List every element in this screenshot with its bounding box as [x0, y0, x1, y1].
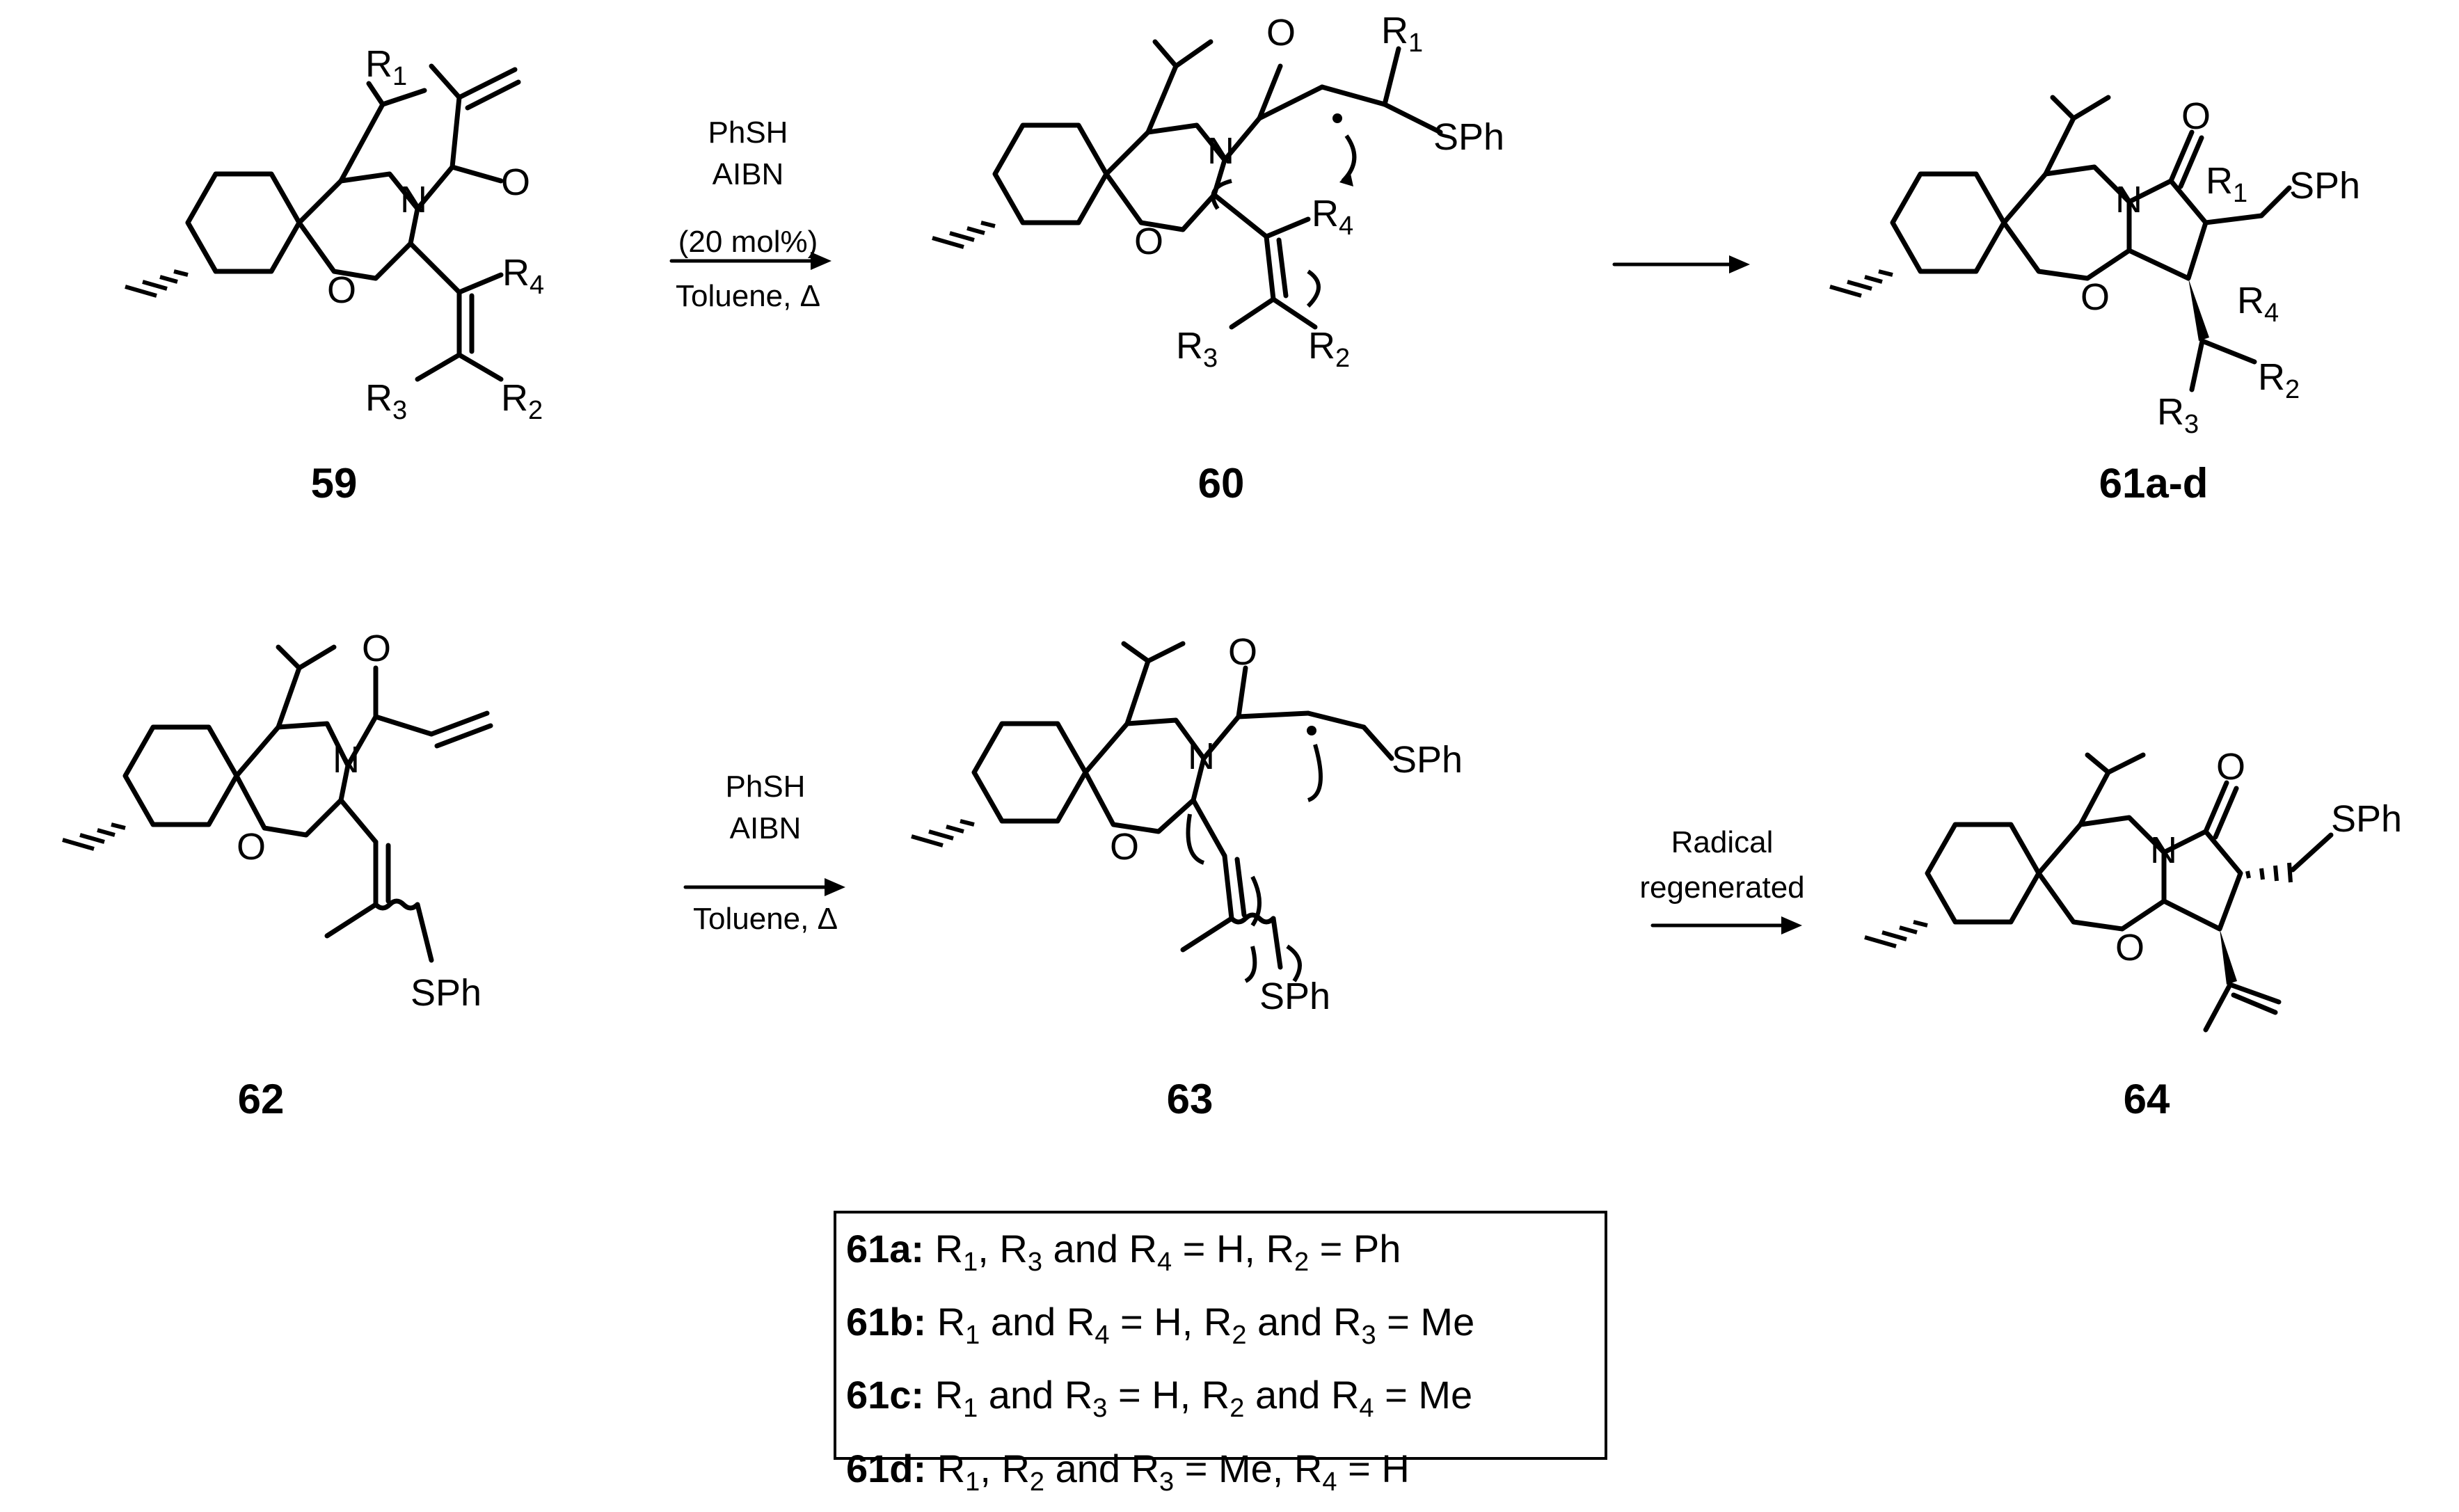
- svg-text:R4: R4: [1312, 193, 1353, 241]
- label-60: 60: [1198, 460, 1245, 507]
- methyl-hash: [911, 819, 975, 847]
- label-62: 62: [238, 1076, 285, 1122]
- svg-text:O: O: [501, 161, 530, 203]
- side-chain-hash: [2245, 862, 2293, 883]
- svg-text:O: O: [1134, 221, 1163, 262]
- svg-text:SPh: SPh: [2289, 165, 2360, 207]
- svg-text:N: N: [400, 179, 427, 221]
- legend-text: R1 and R3 = H, R2 and R4 = Me: [934, 1373, 1473, 1424]
- legend-id: 61a:: [846, 1227, 925, 1271]
- structure-62: O N O SPh: [62, 628, 493, 1014]
- legend-row-61b: 61b: R1 and R4 = H, R2 and R3 = Me: [846, 1292, 1595, 1365]
- methyl-hash: [932, 221, 996, 249]
- legend-text: R1, R3 and R4 = H, R2 = Ph: [934, 1227, 1401, 1278]
- arrow-4: Radical regenerated: [1639, 825, 1805, 934]
- svg-text:SPh: SPh: [411, 972, 482, 1014]
- condition-radical: Radical: [1671, 825, 1774, 859]
- condition-phsh-2: PhSH: [726, 770, 806, 804]
- label-64: 64: [2124, 1076, 2170, 1122]
- condition-aibn-2: AIBN: [730, 811, 802, 845]
- arrow-3: PhSH AIBN Toluene, Δ: [683, 770, 845, 936]
- svg-text:R2: R2: [1308, 325, 1350, 373]
- svg-text:N: N: [1188, 735, 1215, 777]
- svg-text:O: O: [237, 826, 266, 868]
- svg-text:N: N: [1207, 130, 1234, 172]
- svg-text:R2: R2: [2258, 356, 2300, 404]
- svg-text:O: O: [362, 628, 391, 669]
- svg-text:O: O: [327, 269, 356, 311]
- legend-row-61c: 61c: R1 and R3 = H, R2 and R4 = Me: [846, 1365, 1595, 1438]
- arrow-1: PhSH AIBN (20 mol%) Toluene, Δ: [669, 116, 831, 313]
- svg-text:O: O: [2181, 95, 2211, 137]
- methyl-hash: [125, 269, 189, 298]
- structure-61: O R1 SPh N O R4 R2 R3: [1829, 95, 2360, 439]
- legend-text: R1 and R4 = H, R2 and R3 = Me: [937, 1300, 1475, 1351]
- svg-text:R1: R1: [1381, 10, 1423, 58]
- methyl-hash: [1864, 920, 1928, 948]
- svg-text:SPh: SPh: [2331, 798, 2402, 840]
- svg-text:SPh: SPh: [1392, 739, 1463, 781]
- svg-text:R3: R3: [365, 377, 407, 425]
- structure-64: O SPh N O: [1864, 746, 2402, 1033]
- svg-text:O: O: [1266, 12, 1296, 54]
- legend-row-61d: 61d: R1, R2 and R3 = Me, R4 = H: [846, 1439, 1595, 1512]
- svg-text:N: N: [2150, 829, 2177, 871]
- label-59: 59: [311, 460, 358, 507]
- svg-text:O: O: [1228, 631, 1257, 673]
- svg-text:SPh: SPh: [1433, 116, 1504, 158]
- condition-phsh: PhSH: [708, 116, 788, 150]
- svg-text:R1: R1: [365, 43, 407, 91]
- condition-solvent: Toluene, Δ: [676, 279, 820, 313]
- arrow-2: [1612, 255, 1750, 273]
- label-63: 63: [1167, 1076, 1213, 1122]
- legend-row-61a: 61a: R1, R3 and R4 = H, R2 = Ph: [846, 1219, 1595, 1292]
- svg-text:R4: R4: [2237, 280, 2279, 328]
- methyl-hash: [1829, 269, 1893, 298]
- svg-text:SPh: SPh: [1259, 976, 1330, 1017]
- svg-text:R3: R3: [2157, 391, 2199, 439]
- svg-text:R2: R2: [501, 377, 543, 425]
- methyl-hash: [62, 822, 126, 851]
- svg-text:O: O: [1110, 826, 1139, 868]
- legend-id: 61d:: [846, 1446, 927, 1490]
- svg-text:O: O: [2080, 276, 2110, 318]
- svg-text:R4: R4: [502, 252, 544, 300]
- legend-id: 61c:: [846, 1373, 925, 1417]
- svg-text:O: O: [2216, 746, 2245, 788]
- legend-id: 61b:: [846, 1300, 927, 1344]
- svg-text:R1: R1: [2206, 160, 2247, 208]
- condition-regenerated: regenerated: [1639, 870, 1804, 905]
- svg-text:R3: R3: [1176, 325, 1218, 373]
- condition-loading: (20 mol%): [678, 225, 818, 259]
- svg-text:N: N: [333, 739, 360, 781]
- condition-solvent-2: Toluene, Δ: [693, 902, 838, 936]
- structure-60: O R1 SPh N O R4 R3 R2: [932, 10, 1504, 373]
- condition-aibn: AIBN: [713, 157, 784, 191]
- svg-text:N: N: [2115, 179, 2142, 221]
- structure-63: O SPh N O SPh: [911, 631, 1463, 1017]
- legend-text: R1, R2 and R3 = Me, R4 = H: [937, 1446, 1410, 1497]
- structure-59: R1 N O O R4 R3 R2: [125, 43, 544, 425]
- substituent-legend: 61a: R1, R3 and R4 = H, R2 = Ph 61b: R1 …: [834, 1211, 1607, 1497]
- label-61: 61a-d: [2099, 460, 2209, 507]
- svg-text:O: O: [2115, 927, 2144, 969]
